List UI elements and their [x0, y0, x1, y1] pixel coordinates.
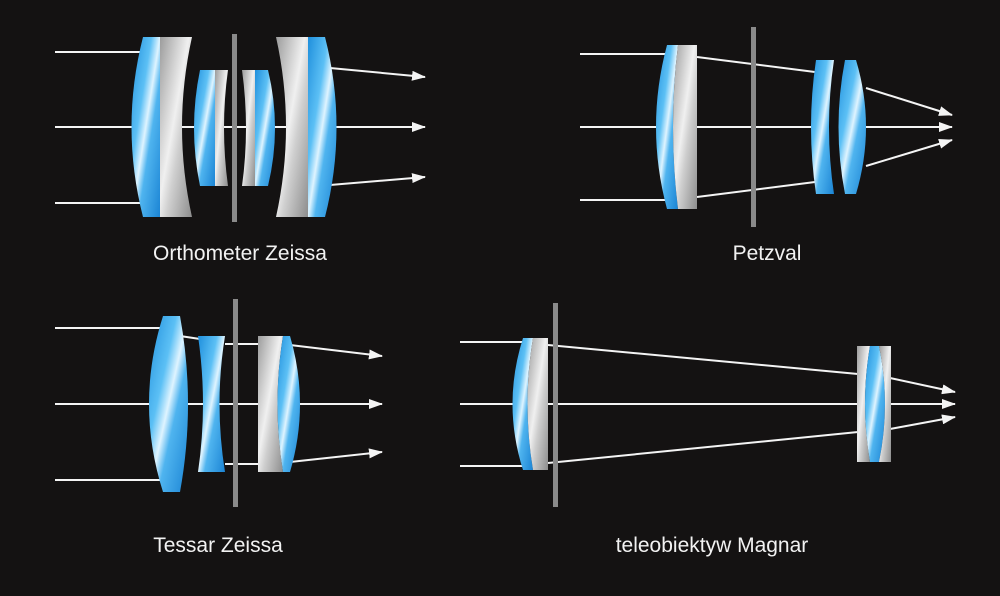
lens-element [656, 45, 678, 209]
lens-element [131, 37, 160, 217]
lens-element [277, 336, 300, 472]
lens-element [258, 336, 283, 472]
light-rays [580, 53, 953, 201]
lens-element [527, 338, 548, 470]
diagram-petzval: Petzval [580, 27, 953, 265]
lens-element [857, 346, 870, 462]
diagram-label: Tessar Zeissa [153, 534, 283, 557]
aperture-stop [751, 27, 756, 227]
light-rays [55, 51, 426, 204]
lens-element [255, 70, 275, 186]
lens-element [215, 70, 228, 186]
lens-element [512, 338, 533, 470]
diagram-orthometer: Orthometer Zeissa [55, 34, 426, 265]
aperture-stop [553, 303, 558, 507]
lens-element [838, 60, 866, 194]
lens-element [673, 45, 697, 209]
lens-element [149, 316, 188, 492]
lens-element [198, 336, 225, 472]
lens-element [242, 70, 255, 186]
light-rays [460, 341, 956, 467]
lens-element [308, 37, 337, 217]
diagram-tessar: Tessar Zeissa [55, 299, 383, 557]
diagram-label: Petzval [733, 242, 802, 265]
lens-element [276, 37, 308, 217]
diagram-magnar: teleobiektyw Magnar [460, 303, 956, 557]
diagram-label: teleobiektyw Magnar [616, 534, 809, 557]
aperture-stop [233, 299, 238, 507]
lens-element [194, 70, 215, 186]
lens-element [879, 346, 891, 462]
lens-element [811, 60, 834, 194]
light-rays [55, 327, 383, 481]
lens-element [865, 346, 885, 462]
diagram-label: Orthometer Zeissa [153, 242, 327, 265]
lens-element [160, 37, 192, 217]
aperture-stop [232, 34, 237, 222]
